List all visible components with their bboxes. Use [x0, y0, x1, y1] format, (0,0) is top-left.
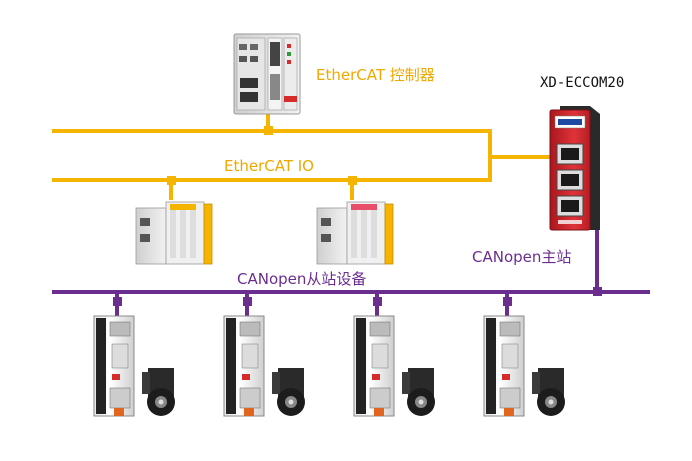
servo-motor-icon	[272, 368, 305, 416]
gateway-device-icon	[549, 106, 600, 231]
canopen-node-4	[503, 297, 512, 306]
servo-motor-icon	[532, 368, 565, 416]
ethercat-node-io-2	[348, 176, 357, 185]
servo-drive-group-2	[223, 315, 305, 417]
canopen-master-label: CANopen主站	[472, 248, 571, 266]
plc-controller-icon	[233, 33, 301, 115]
gateway-model-label: XD-ECCOM20	[540, 75, 624, 91]
canopen-node-1	[113, 297, 122, 306]
ethercat-bus	[52, 112, 560, 200]
canopen-node-3	[373, 297, 382, 306]
servo-drive-icon	[223, 315, 265, 417]
servo-motor-icon	[142, 368, 175, 416]
ethercat-node-io-1	[167, 176, 176, 185]
controller-label: EtherCAT 控制器	[316, 66, 435, 84]
servo-drive-group-1	[93, 315, 175, 417]
ethercat-io-module-icon	[135, 201, 213, 265]
canopen-node-master	[593, 287, 602, 296]
ethercat-io-module-icon-2	[316, 201, 394, 265]
servo-motor-icon	[402, 368, 435, 416]
servo-drive-icon	[353, 315, 395, 417]
servo-drive-icon	[483, 315, 525, 417]
servo-drive-group-3	[353, 315, 435, 417]
ethercat-node-controller	[264, 126, 273, 135]
canopen-node-2	[243, 297, 252, 306]
io-bus-label: EtherCAT IO	[224, 157, 314, 175]
canopen-slaves-label: CANopen从站设备	[237, 270, 366, 288]
servo-drive-icon	[93, 315, 135, 417]
servo-drive-group-4	[483, 315, 565, 417]
